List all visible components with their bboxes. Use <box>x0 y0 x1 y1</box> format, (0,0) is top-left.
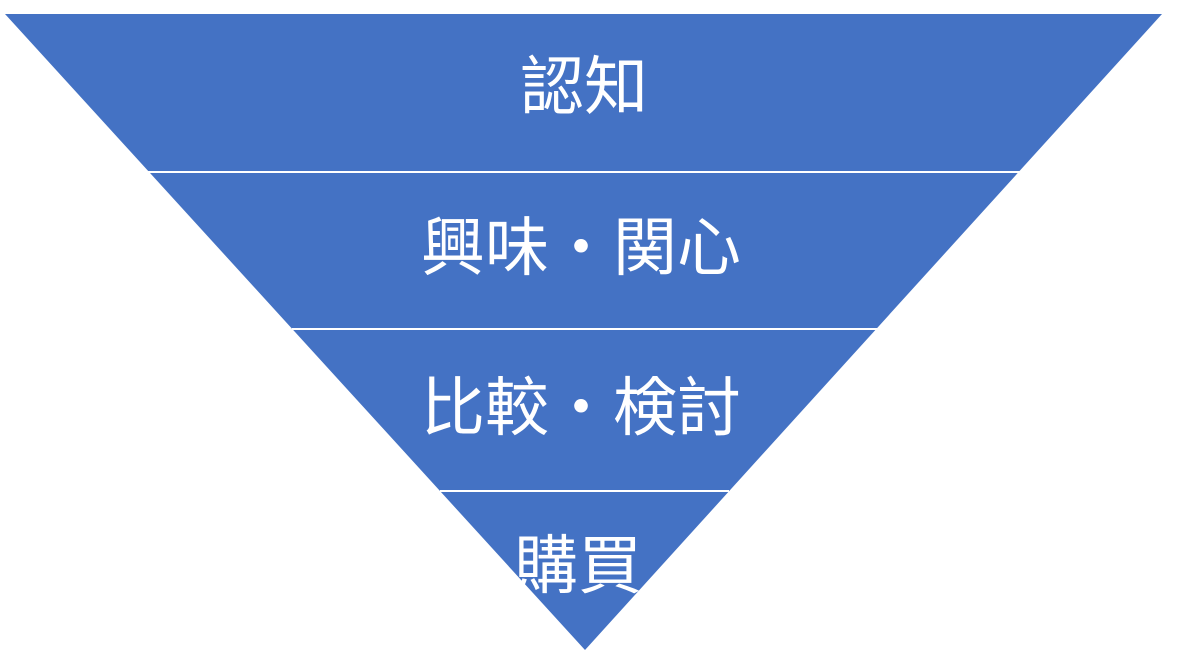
stage-label-awareness: 認知 <box>520 51 648 125</box>
stage-label-interest: 興味・関心 <box>421 212 741 286</box>
stage-label-purchase: 購買 <box>514 530 642 604</box>
stage-label-consideration: 比較・検討 <box>421 372 741 446</box>
